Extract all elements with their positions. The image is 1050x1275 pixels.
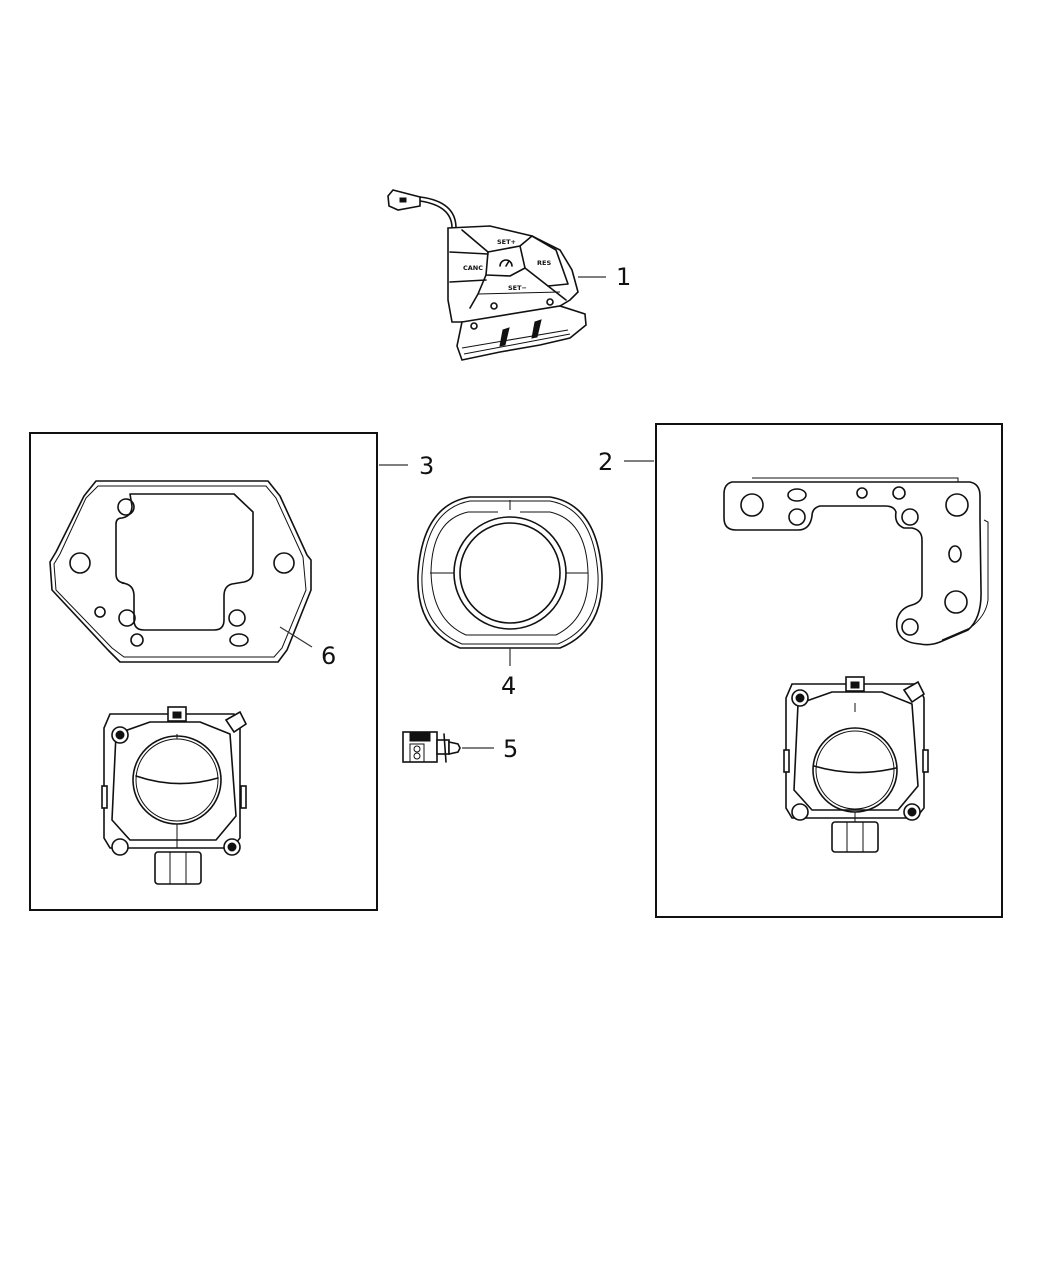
- callout-1: 1: [616, 263, 632, 291]
- sensor-cover-ring-drawing: [417, 496, 603, 649]
- speed-control-switch-drawing: SET+ CANC RES SET−: [387, 189, 587, 361]
- hex-bracket-drawing: [49, 480, 312, 663]
- radar-sensor-left-drawing: [101, 706, 248, 885]
- cancel-label: CANC: [463, 264, 483, 272]
- right-bracket-drawing: [723, 477, 989, 646]
- set-plus-label: SET+: [497, 238, 516, 246]
- callout-4: 4: [501, 672, 517, 700]
- leader-line-6: [279, 626, 313, 648]
- radar-sensor-right-drawing: [783, 676, 929, 853]
- assembly-box-3: [29, 432, 378, 911]
- set-minus-label: SET−: [508, 284, 527, 292]
- cruise-control-icon: [499, 259, 513, 267]
- callout-2: 2: [598, 448, 614, 476]
- resume-label: RES: [537, 259, 551, 267]
- callout-5: 5: [503, 735, 519, 763]
- wiring-connector-drawing: [402, 731, 461, 763]
- assembly-box-2: [655, 423, 1003, 918]
- callout-3: 3: [419, 452, 435, 480]
- callout-6: 6: [321, 642, 337, 670]
